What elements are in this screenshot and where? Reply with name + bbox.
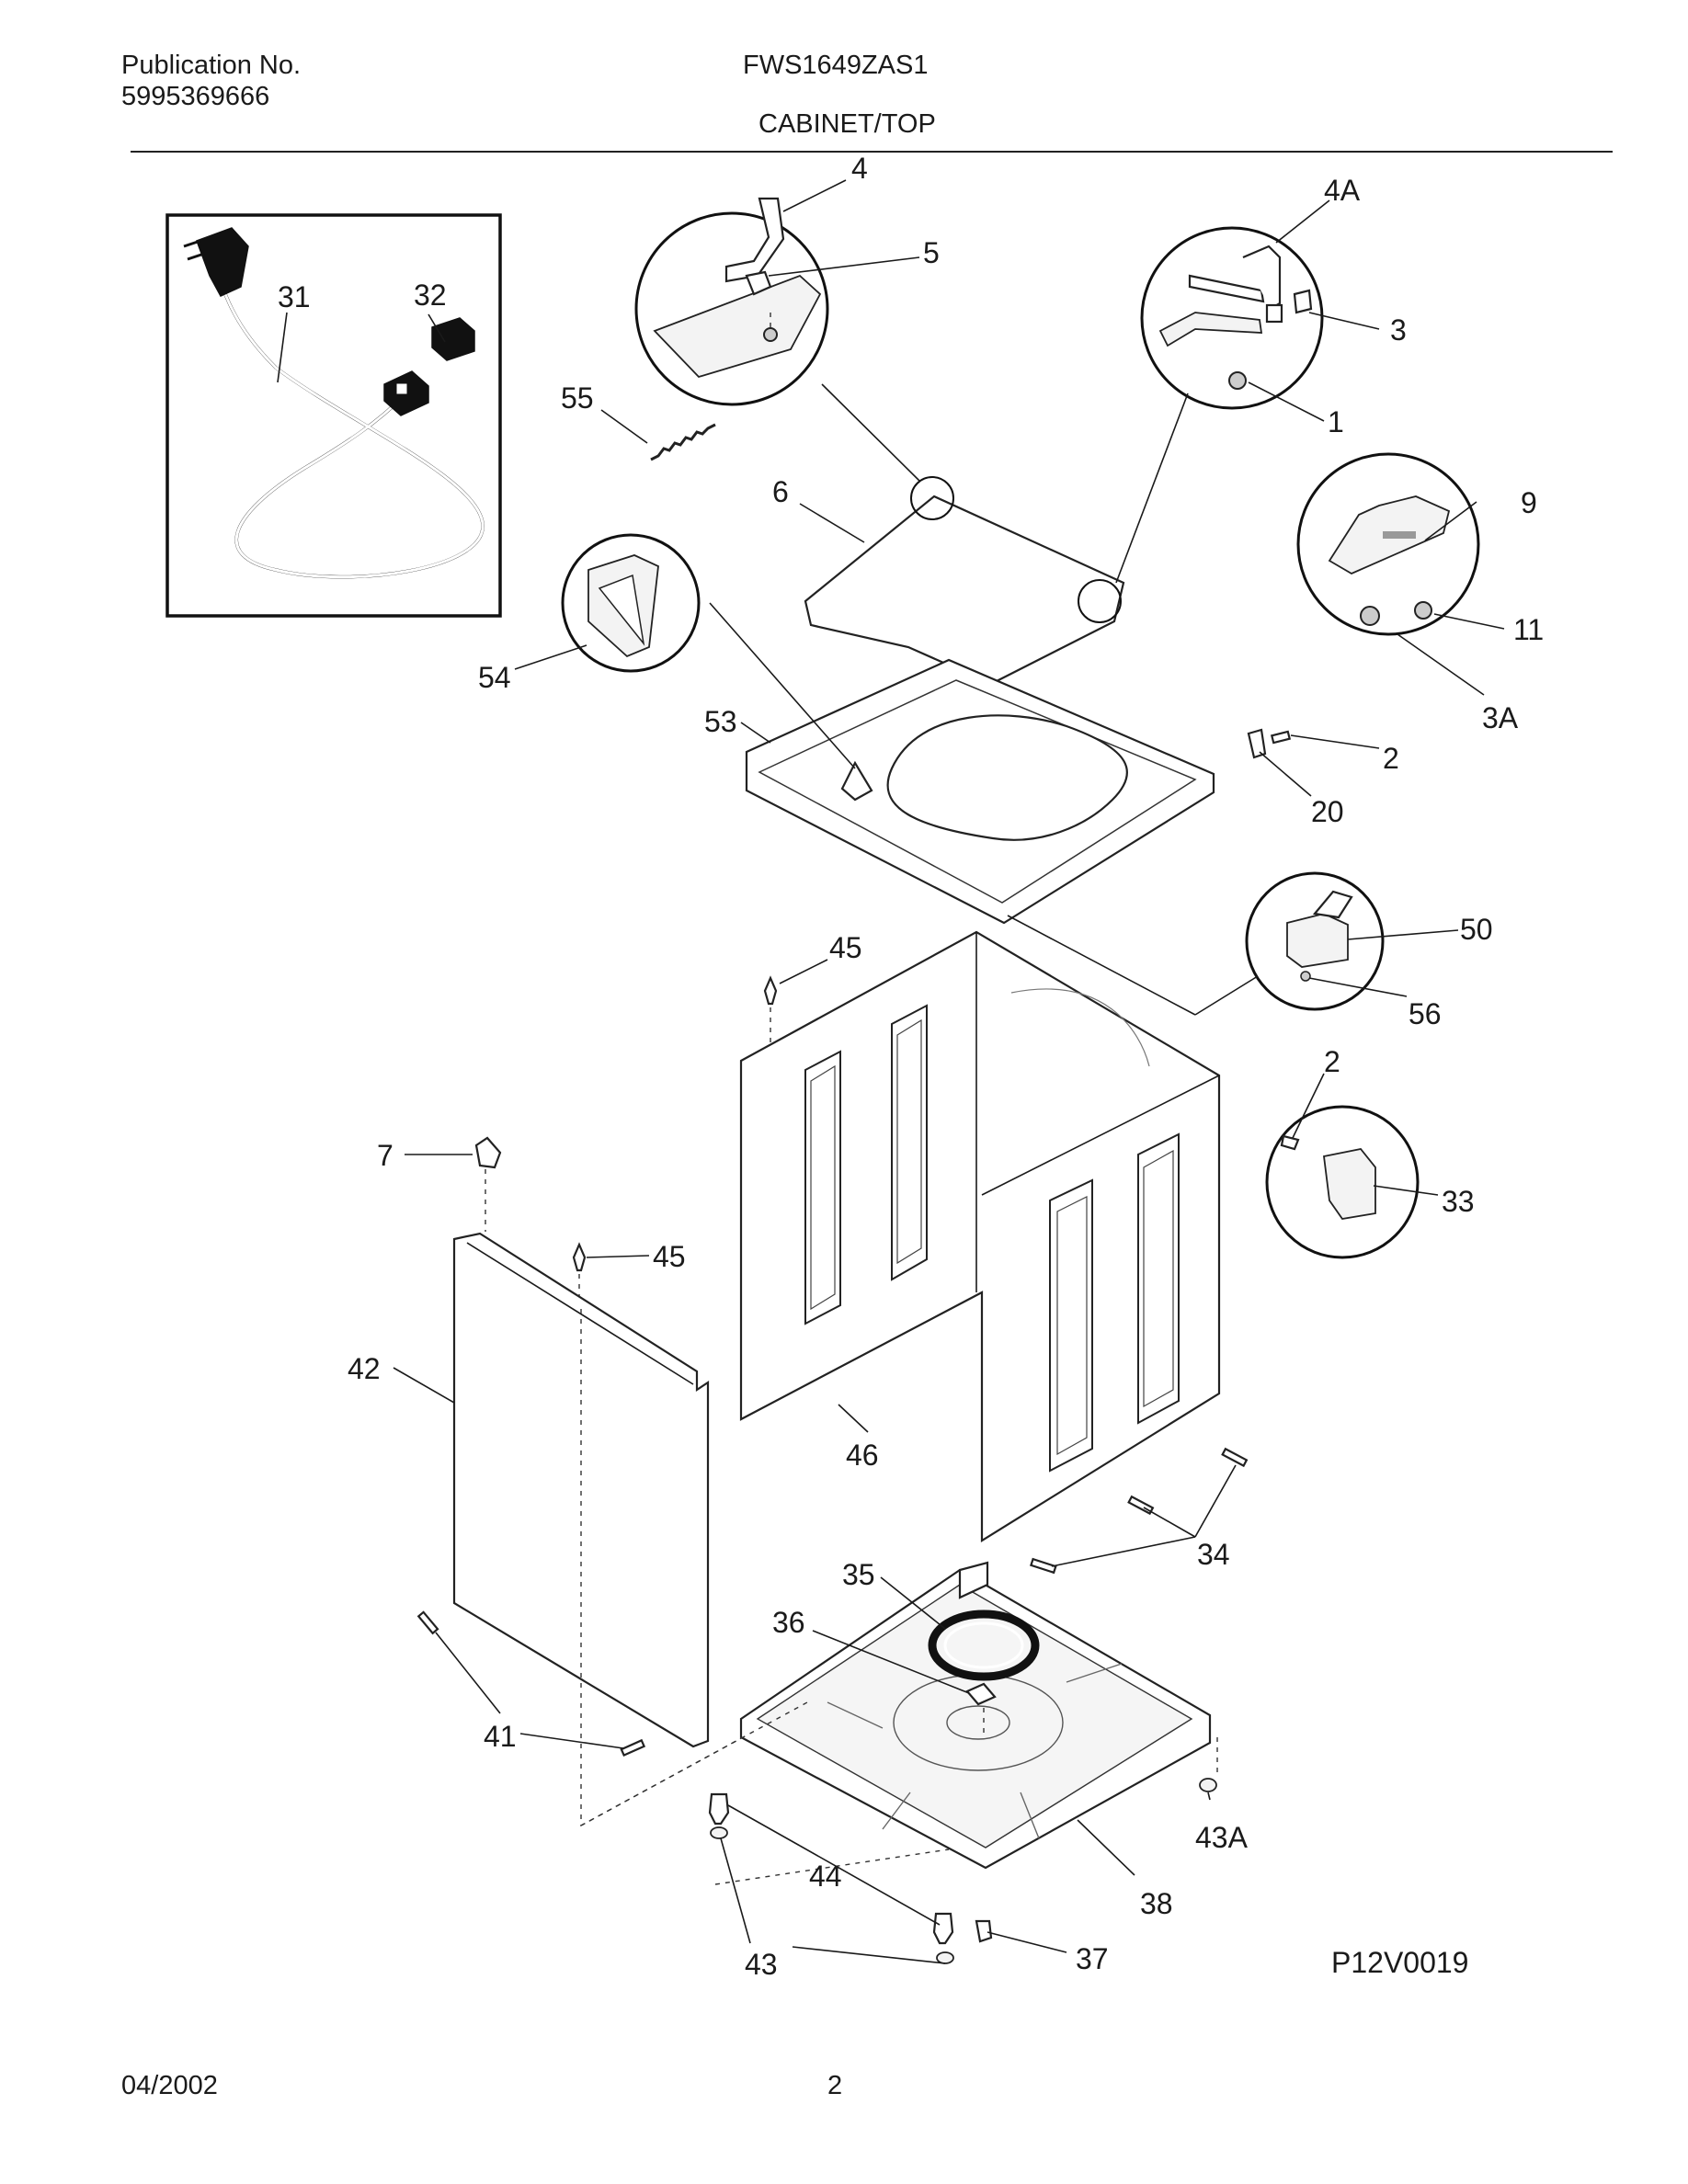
callout-54: 54: [478, 661, 511, 694]
header-rule: [131, 151, 1613, 153]
callout-36: 36: [772, 1606, 805, 1639]
callout-2-top: 2: [1383, 742, 1399, 775]
callout-32: 32: [414, 279, 447, 312]
callout-38: 38: [1140, 1887, 1173, 1920]
footer-date: 04/2002: [121, 2071, 218, 2100]
callout-20: 20: [1311, 795, 1344, 828]
callout-43a: 43A: [1195, 1821, 1249, 1854]
callout-44: 44: [809, 1860, 842, 1893]
callout-3a: 3A: [1482, 701, 1519, 734]
corner-detail-circle: [561, 533, 701, 673]
callout-31: 31: [278, 280, 311, 313]
cabinet-top-part: [709, 602, 1259, 1016]
callout-53: 53: [704, 705, 737, 738]
callout-42: 42: [348, 1352, 381, 1385]
spring-part: [650, 423, 716, 461]
screw-clip-part: [1247, 728, 1292, 759]
leg-parts: [708, 1778, 1217, 1964]
callout-55: 55: [561, 381, 594, 415]
screw-41-part: [416, 1610, 646, 1757]
leader-lines: [277, 179, 1505, 1964]
seal-ring-part: [928, 1610, 1040, 1737]
assembly-guides: [580, 1309, 1218, 1885]
power-cord-inset: [165, 213, 502, 618]
callout-labels: 4 4A 5 3 1 31 32 55 6 9 11 3A 54 53 2 20…: [278, 152, 1544, 1981]
callout-37: 37: [1076, 1942, 1109, 1975]
publication-number: 5995369666: [121, 82, 270, 111]
hinge-detail-circle: [634, 197, 829, 406]
latch-detail-circle: [1265, 1105, 1420, 1259]
callout-9: 9: [1521, 486, 1537, 519]
cabinet-part: [739, 930, 1221, 1542]
front-panel-part: [452, 1232, 710, 1748]
callout-4: 4: [851, 152, 868, 185]
model-number: FWS1649ZAS1: [743, 51, 929, 80]
base-part: [739, 1561, 1212, 1870]
callout-56: 56: [1409, 997, 1442, 1030]
pin-part: [572, 975, 778, 1305]
callout-34: 34: [1197, 1538, 1230, 1571]
callout-50: 50: [1460, 913, 1493, 946]
callout-45-left: 45: [653, 1240, 686, 1273]
footer-page-number: 2: [827, 2071, 843, 2100]
callout-7: 7: [377, 1139, 393, 1172]
callout-45-top: 45: [829, 931, 862, 964]
callout-11: 11: [1513, 613, 1544, 646]
callout-41: 41: [484, 1720, 517, 1753]
callout-2-right: 2: [1324, 1045, 1340, 1078]
bracket-detail-circle: [1296, 452, 1480, 636]
section-title: CABINET/TOP: [758, 109, 936, 139]
callout-35: 35: [842, 1558, 875, 1591]
callout-43: 43: [745, 1948, 778, 1981]
callout-4a: 4A: [1324, 174, 1361, 207]
diagram-code: P12V0019: [1331, 1946, 1468, 1979]
lid-part: [804, 383, 1189, 686]
callout-46: 46: [846, 1439, 879, 1472]
hinge-right-detail-circle: [1140, 226, 1324, 410]
clip-part: [474, 1136, 502, 1232]
callout-3: 3: [1390, 313, 1407, 347]
callout-33: 33: [1442, 1185, 1475, 1218]
switch-detail-circle: [1245, 871, 1385, 1011]
callout-5: 5: [923, 236, 940, 269]
callout-1: 1: [1328, 405, 1344, 438]
callout-6: 6: [772, 475, 789, 508]
publication-label: Publication No.: [121, 51, 302, 80]
